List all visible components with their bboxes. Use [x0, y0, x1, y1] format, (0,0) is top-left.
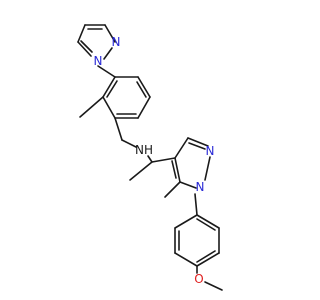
- pyrazole-ring-bottom: [171, 137, 211, 189]
- bond-pyrazole-phenyl: [194, 193, 198, 216]
- atom-label-n-bottom-1: N: [196, 180, 205, 194]
- bond-oxygen-methyl: [204, 281, 223, 291]
- bond-amine-ch: [147, 155, 153, 163]
- bond-ch-pyrazole: [151, 157, 176, 163]
- benzene-ring-bottom: [174, 214, 220, 267]
- atom-label-n-bottom-2: N: [206, 144, 215, 158]
- atom-label-n-top-1: N: [94, 54, 103, 68]
- pyrazole-ring-top: [77, 24, 116, 60]
- benzene-ring-top: [102, 76, 151, 119]
- bond-pyrazole-benzene: [97, 65, 116, 78]
- bond-methyl-benzene: [79, 96, 104, 118]
- bond-methyl-pyrazole: [164, 181, 181, 198]
- bond-benzyl-ch2: [114, 117, 123, 141]
- molecule-structure: N N NH N N O: [77, 24, 223, 291]
- atom-label-oxygen: O: [194, 272, 203, 286]
- atom-labels: N N NH N N O: [94, 35, 215, 286]
- bond-ch-methyl: [129, 161, 153, 181]
- atom-label-n-top-2: N: [112, 35, 121, 49]
- bond-ch2-amine: [121, 139, 137, 148]
- atom-label-amine: NH: [135, 143, 153, 157]
